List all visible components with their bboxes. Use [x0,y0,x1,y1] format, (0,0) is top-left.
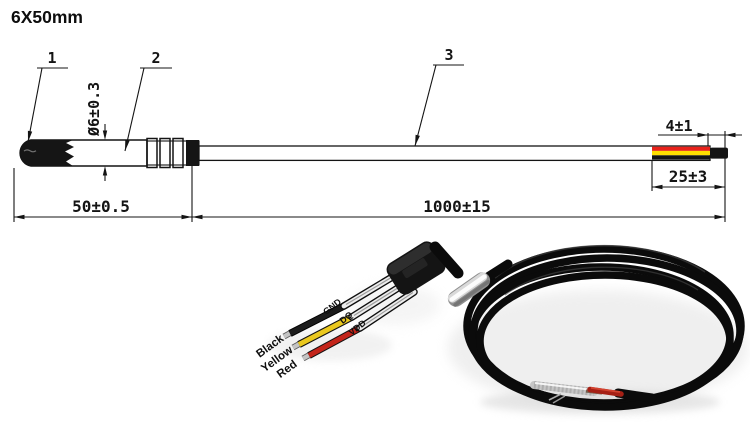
cable-coil [463,244,745,411]
probe-len-arrow-right [181,214,192,220]
to92-body-marking [402,258,428,279]
dimension-strip: 25±3 [651,131,726,222]
callout-3: 3 [414,46,464,147]
stripped-cable-end [530,381,657,404]
callout-2-arrowhead [125,139,130,151]
red-inner-highlight [590,386,621,393]
yellow-wire [297,314,354,347]
corner-cable-stub [429,241,464,279]
coil-highlight-2 [504,266,699,296]
stripe-yellow-wire [652,150,710,156]
diameter-arrow-down [102,130,108,140]
tin-arrow-left [697,132,708,138]
diameter-label: Ø6±0.3 [85,82,103,137]
crimp-ring-1 [146,137,158,169]
frayed-wire-2 [552,395,566,404]
cable-length-label: 1000±15 [423,197,490,216]
probe-tip [20,140,74,166]
strain-relief-band [186,140,199,166]
frayed-wire-1 [548,393,562,401]
strip-arrow-left [652,184,663,190]
crimp-ring-3 [172,137,184,169]
steel-probe [447,272,491,307]
coil-highlight-1 [494,244,706,279]
braid-shield [530,381,598,396]
black-wire [288,303,346,336]
tin-label: 4±1 [665,117,692,135]
dimension-bottom: 50±0.5 1000±15 [13,166,725,222]
red-wire [307,325,362,358]
callout-1: 1 [27,49,68,143]
dimension-tin: 4±1 [658,117,742,146]
callout-3-leader [414,64,437,147]
sensor-photo: GND DQ VDD Black Yellow Red [254,241,446,381]
stripe-black-wire [652,155,710,160]
cable-outline [198,145,711,162]
probe-length-label: 50±0.5 [72,197,130,216]
probe-cable-joint [481,259,513,283]
probe-drawing [19,137,728,169]
stripe-red-wire [652,146,710,151]
cable-len-arrow-right [714,214,725,220]
callout-2: 2 [124,49,172,152]
strip-arrow-right [714,184,725,190]
steel-probe-highlight [449,274,487,302]
page-title: 6X50mm [11,7,83,27]
callout-1-label: 1 [47,49,56,67]
diameter-arrow-up [102,166,108,176]
tinned-end [710,147,728,159]
tin-arrow-right [725,132,736,138]
to92-body [386,241,446,295]
coil-loop-4 [476,271,734,411]
braid-highlight [534,382,594,391]
to92-body-highlight [388,242,433,275]
callout-3-arrowhead [415,134,420,146]
callout-1-arrowhead [27,130,33,142]
strip-label: 25±3 [669,167,708,186]
dimension-diameter: Ø6±0.3 [85,82,108,181]
sensor-wires [282,302,362,362]
callout-3-label: 3 [444,46,453,64]
callout-2-label: 2 [151,49,160,67]
cable-photo [429,241,748,414]
pin-vdd-seam [361,292,414,327]
probe-len-arrow-left [14,214,25,220]
probe-tip-marking [23,149,37,153]
callout-1-leader [27,67,43,143]
red-inner-wire [587,386,624,397]
callout-2-leader [124,67,145,152]
coil-shadow [448,290,748,406]
cable-len-arrow-left [192,214,203,220]
crimp-ring-2 [159,137,171,169]
steel-probe-shade [453,280,491,307]
